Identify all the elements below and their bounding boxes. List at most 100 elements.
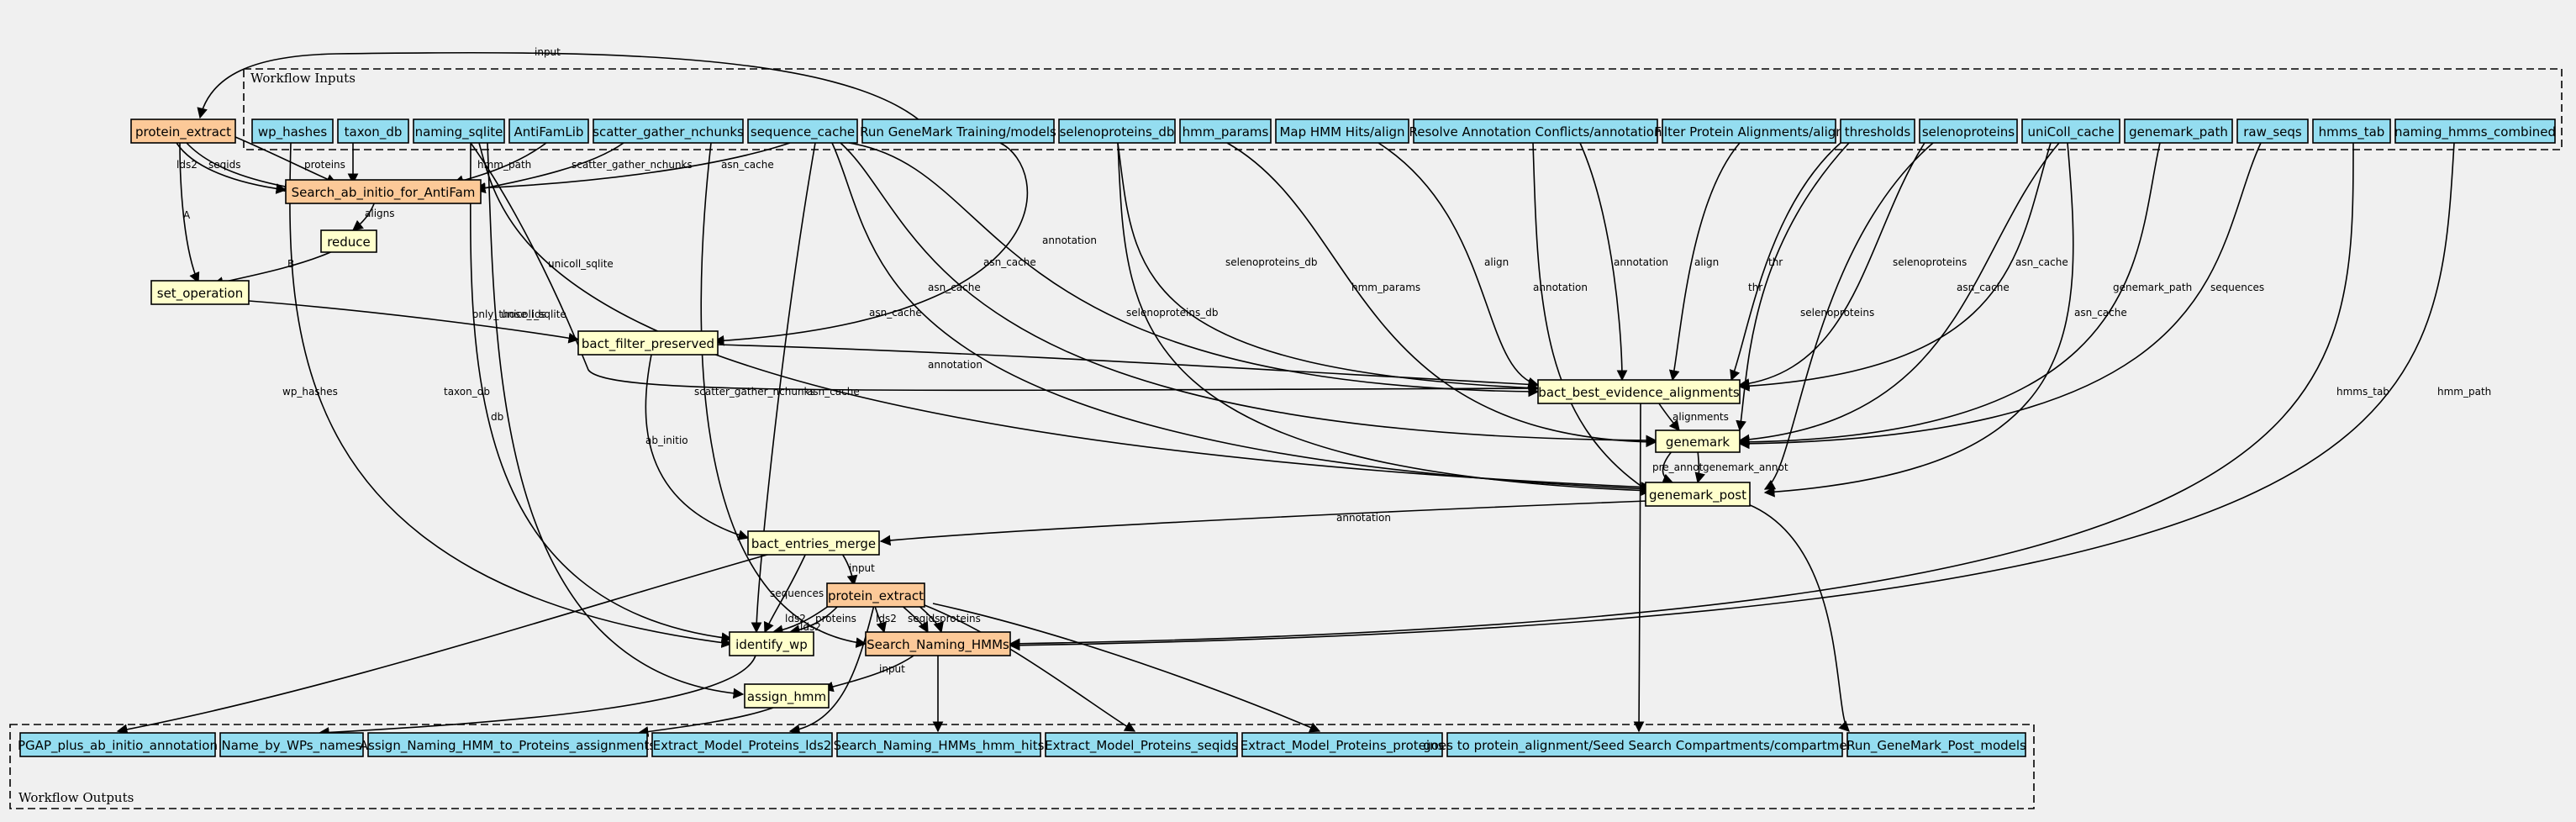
input-sequence-cache[interactable]: sequence_cache — [747, 119, 858, 144]
edge-sequences-identify — [763, 551, 808, 634]
step-protein-extract-top[interactable]: protein_extract — [130, 119, 236, 144]
edge-label-genemark-path: genemark_path — [2113, 282, 2192, 293]
edge-label-hmm-path-naming: hmm_path — [2437, 386, 2491, 398]
edge-label-scatter-gather: scatter_gather_nchunks — [572, 159, 693, 171]
edge-annotation-best — [715, 344, 1540, 390]
input-selenoproteins-db[interactable]: selenoproteins_db — [1058, 119, 1176, 144]
input-resolve-annotation[interactable]: Resolve Annotation Conflicts/annotation — [1409, 119, 1662, 144]
edge-label-unicoll-genemark: asn_cache — [1957, 282, 2010, 293]
edge-label-pre-annot: pre_annot — [1652, 461, 1704, 473]
edge-label-seqids: seqids — [208, 159, 240, 171]
step-genemark[interactable]: genemark — [1655, 429, 1741, 453]
input-selenoproteins-label: selenoproteins — [1922, 124, 2015, 140]
output-extract-proteins[interactable]: Extract_Model_Proteins_proteins — [1241, 732, 1445, 757]
step-set-operation[interactable]: set_operation — [150, 280, 250, 305]
edge-label-b: B — [287, 258, 294, 270]
edge-label-alignments: alignments — [1673, 411, 1729, 423]
input-hmm-params-label: hmm_params — [1183, 124, 1269, 140]
step-search-naming-hmms-label: Search_Naming_HMMs — [867, 637, 1009, 653]
edge-genemark-path — [1738, 142, 2161, 448]
edge-seqcache-best — [848, 142, 1540, 398]
input-wp-hashes[interactable]: wp_hashes — [251, 119, 334, 144]
input-taxon-db[interactable]: taxon_db — [337, 119, 409, 144]
output-pgap-plus-label: PGAP_plus_ab_initio_annotation — [18, 738, 218, 754]
input-filter-protein-align[interactable]: Filter Protein Alignments/align — [1654, 119, 1844, 144]
output-extract-seqids-label: Extract_Model_Proteins_seqids — [1045, 738, 1238, 754]
step-bact-filter-preserved[interactable]: bact_filter_preserved — [577, 330, 719, 356]
step-protein-extract-top-label: protein_extract — [135, 124, 231, 140]
output-search-hits[interactable]: Search_Naming_HMMs_hmm_hits — [834, 732, 1045, 757]
output-extract-proteins-label: Extract_Model_Proteins_proteins — [1241, 738, 1445, 754]
edge-label-hmm-params: hmm_params — [1351, 282, 1420, 293]
edge-seleno-best — [1738, 142, 1925, 389]
edge-proteins — [234, 136, 338, 185]
workflow-outputs-title: Workflow Outputs — [18, 790, 134, 805]
edge-label-lds2-naming: lds2 — [876, 613, 897, 624]
edge-scatter-naming — [700, 142, 867, 648]
output-name-by-wps[interactable]: Name_by_WPs_names — [219, 732, 364, 757]
step-search-naming-hmms[interactable]: Search_Naming_HMMs — [865, 631, 1011, 656]
output-run-genemark-post[interactable]: Run_GeneMark_Post_models — [1846, 732, 2026, 757]
step-search-antifam-label: Search_ab_initio_for_AntiFam — [292, 185, 476, 201]
input-hmms-tab[interactable]: hmms_tab — [2312, 119, 2391, 144]
step-reduce[interactable]: reduce — [320, 229, 377, 253]
output-assign-naming[interactable]: Assign_Naming_HMM_to_Proteins_assignment… — [360, 732, 656, 757]
edge-label-proteins-identify: proteins — [815, 613, 856, 624]
edge-extract-to-seqids — [924, 604, 1136, 732]
input-run-genemark-models[interactable]: Run GeneMark Training/models — [860, 119, 1056, 144]
input-selenoproteins[interactable]: selenoproteins — [1919, 119, 2018, 144]
input-scatter-gather-nchunks[interactable]: scatter_gather_nchunks — [593, 119, 744, 144]
edge-best-to-goes — [1633, 398, 1645, 733]
edge-wp-hashes — [289, 142, 733, 648]
input-sequence-cache-label: sequence_cache — [751, 124, 855, 140]
output-goes-to[interactable]: goes to protein_alignment/Seed Search Co… — [1423, 732, 1867, 757]
edge-annotation-resolve — [1532, 142, 1652, 493]
edge-a — [179, 142, 200, 284]
step-bact-best-evidence[interactable]: bact_best_evidence_alignments — [1537, 379, 1741, 404]
edge-label-annotation-filter: annotation — [1042, 234, 1097, 246]
edge-unicoll-sqlite-1 — [470, 142, 1540, 394]
input-map-hmm-hits-align-label: Map HMM Hits/align — [1279, 124, 1404, 140]
edge-thr-best — [1730, 142, 1841, 382]
edge-db — [487, 142, 745, 699]
step-bact-entries-merge-label: bact_entries_merge — [751, 536, 876, 552]
input-genemark-path[interactable]: genemark_path — [2124, 119, 2233, 144]
edge-label-lds2-out: lds2 — [800, 621, 821, 633]
input-unicoll-cache[interactable]: uniColl_cache — [2021, 119, 2120, 144]
edge-label-seleno-best: selenoproteins — [1893, 256, 1967, 268]
edge-label-annotation-best: annotation — [928, 359, 982, 371]
edge-label-annotation-merge: annotation — [1336, 512, 1391, 524]
input-raw-seqs[interactable]: raw_seqs — [2236, 119, 2309, 144]
input-antifamlib[interactable]: AntiFamLib — [508, 119, 589, 144]
output-extract-seqids[interactable]: Extract_Model_Proteins_seqids — [1045, 732, 1238, 757]
step-assign-hmm[interactable]: assign_hmm — [744, 683, 830, 709]
input-naming-hmms-combined[interactable]: naming_hmms_combined — [2394, 119, 2556, 144]
edge-unicoll-best — [1738, 142, 2052, 392]
step-identify-wp[interactable]: identify_wp — [729, 631, 814, 656]
input-map-hmm-hits-align[interactable]: Map HMM Hits/align — [1275, 119, 1409, 144]
output-extract-lds2[interactable]: Extract_Model_Proteins_lds2 — [651, 732, 833, 757]
step-protein-extract-mid[interactable]: protein_extract — [826, 582, 925, 608]
step-genemark-post[interactable]: genemark_post — [1645, 482, 1751, 507]
edge-pre-annot — [1661, 450, 1674, 484]
output-extract-lds2-label: Extract_Model_Proteins_lds2 — [653, 738, 832, 754]
edge-label-asn-cache-identify: asn_cache — [807, 386, 860, 398]
input-naming-sqlite[interactable]: naming_sqlite — [413, 119, 505, 144]
edges: input proteins lds2 seqids A scatter_gat… — [116, 46, 2491, 738]
edge-lds2-identify — [772, 603, 833, 636]
input-resolve-annotation-label: Resolve Annotation Conflicts/annotation — [1409, 124, 1662, 140]
input-scatter-gather-nchunks-label: scatter_gather_nchunks — [593, 124, 744, 140]
output-pgap-plus[interactable]: PGAP_plus_ab_initio_annotation — [18, 732, 218, 757]
input-thresholds[interactable]: thresholds — [1840, 119, 1915, 144]
step-genemark-label: genemark — [1666, 435, 1730, 450]
output-name-by-wps-label: Name_by_WPs_names — [222, 738, 362, 754]
output-run-genemark-post-label: Run_GeneMark_Post_models — [1846, 738, 2026, 754]
edge-label-sequences-identify: sequences — [770, 588, 824, 599]
input-hmm-params[interactable]: hmm_params — [1179, 119, 1272, 144]
step-bact-entries-merge[interactable]: bact_entries_merge — [747, 530, 880, 556]
edge-label-asn-cache: asn_cache — [721, 159, 774, 171]
step-protein-extract-mid-label: protein_extract — [828, 588, 924, 604]
step-search-antifam[interactable]: Search_ab_initio_for_AntiFam — [285, 179, 482, 204]
edge-label-hmm-path: hmm_path — [477, 159, 531, 171]
